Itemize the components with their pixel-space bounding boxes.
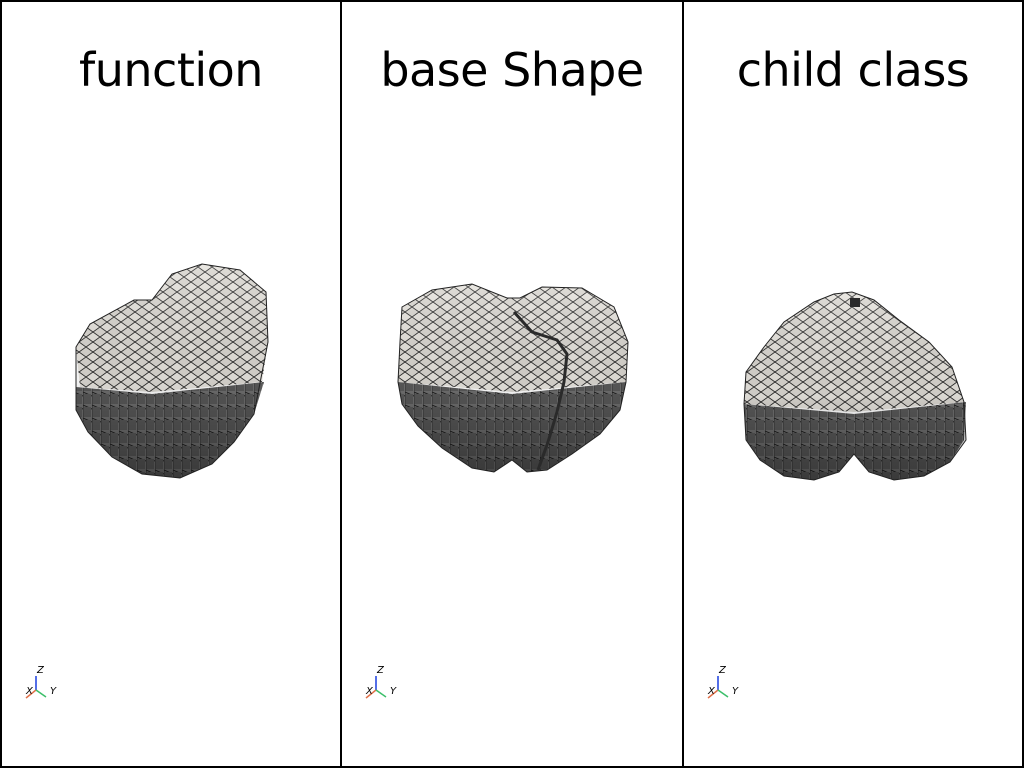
- axis-label-y: Y: [50, 686, 57, 697]
- viewport-function: function Z X Y: [0, 0, 341, 768]
- axis-label-x: X: [365, 686, 374, 697]
- orientation-axes: Z X Y: [25, 665, 57, 699]
- axis-label-z: Z: [376, 665, 385, 676]
- axis-label-z: Z: [36, 665, 45, 676]
- axis-label-x: X: [25, 686, 34, 697]
- axis-label-y: Y: [390, 686, 397, 697]
- viewport-title: base Shape: [380, 43, 644, 97]
- viewport-child-class: child class Z X Y: [683, 0, 1024, 768]
- axis-label-y: Y: [732, 686, 739, 697]
- voxel-shape-function: [75, 263, 269, 479]
- viewport-title: child class: [736, 43, 970, 97]
- viewport-title: function: [79, 43, 263, 97]
- axis-label-x: X: [707, 686, 716, 697]
- axis-label-z: Z: [718, 665, 727, 676]
- voxel-shape-child-class: [743, 291, 967, 481]
- voxel-shape-base-shape: [397, 283, 629, 473]
- orientation-axes: Z X Y: [365, 665, 397, 699]
- orientation-axes: Z X Y: [707, 665, 739, 699]
- viewport-base-shape: base Shape Z X Y: [341, 0, 683, 768]
